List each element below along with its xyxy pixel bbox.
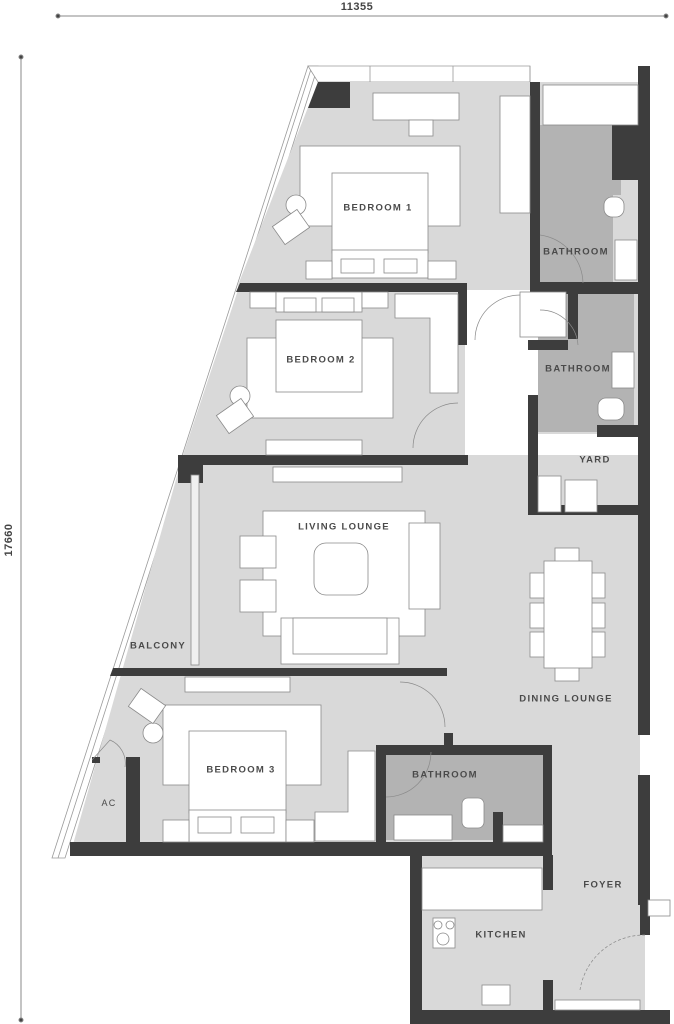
room-label-common-bathroom: BATHROOM — [545, 363, 611, 375]
room-label-living-lounge: LIVING LOUNGE — [298, 521, 390, 533]
room-label-yard: YARD — [579, 454, 611, 466]
height-dimension-label: 17660 — [3, 523, 15, 557]
dimension-lines — [18, 13, 669, 1023]
width-dimension-label: 11355 — [340, 1, 374, 13]
room-label-bedroom-1: BEDROOM 1 — [343, 202, 413, 214]
furniture — [127, 84, 671, 1011]
room-label-kitchen: KITCHEN — [475, 929, 527, 941]
room-label-ac: AC — [101, 798, 117, 808]
room-label-master-bathroom: BATHROOM — [543, 246, 609, 258]
room-label-bedroom-3: BEDROOM 3 — [206, 764, 276, 776]
room-label-bed3-bathroom: BATHROOM — [412, 769, 478, 781]
room-label-foyer: FOYER — [583, 879, 623, 891]
doors — [91, 234, 646, 991]
room-label-bedroom-2: BEDROOM 2 — [286, 354, 356, 366]
walls — [70, 66, 670, 1024]
room-label-balcony: BALCONY — [129, 640, 187, 652]
room-label-dining-lounge: DINING LOUNGE — [519, 693, 613, 705]
